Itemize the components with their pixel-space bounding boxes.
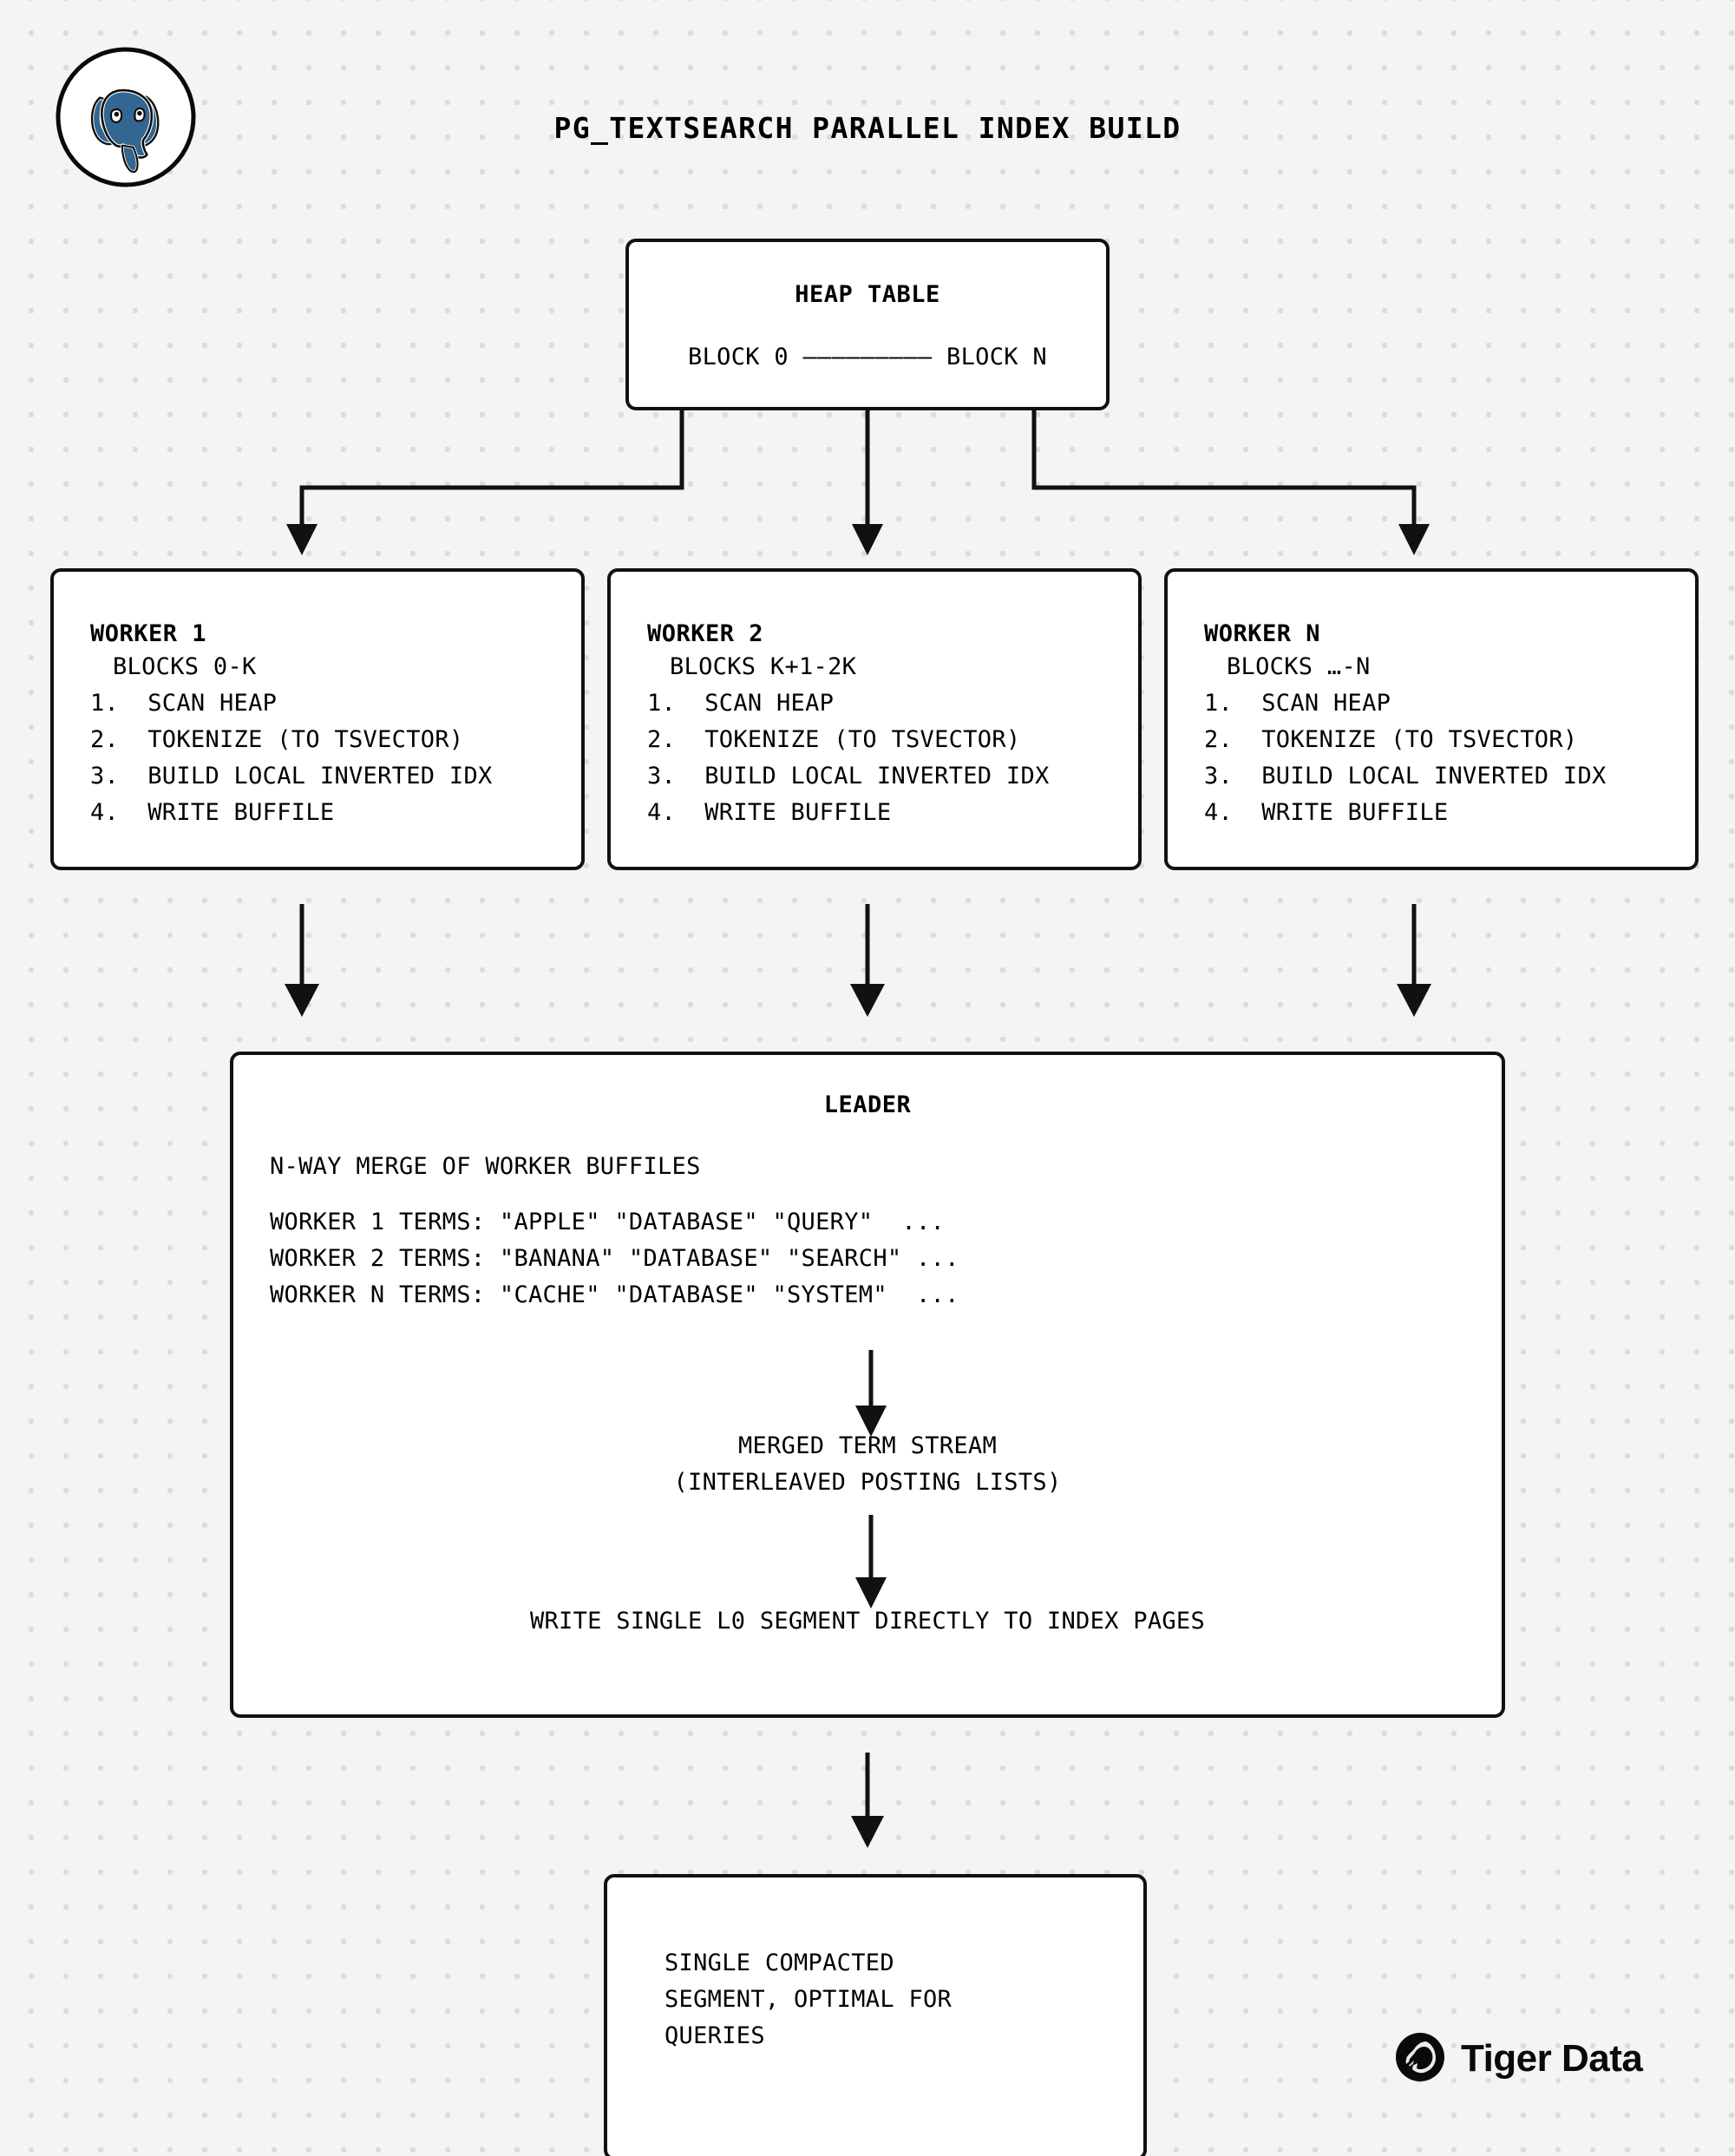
tiger-data-logo: Tiger Data <box>1395 2032 1643 2086</box>
leader-worker-n-terms: WORKER N TERMS: "CACHE" "DATABASE" "SYST… <box>270 1281 959 1308</box>
leader-box: LEADER N-WAY MERGE OF WORKER BUFFILES WO… <box>230 1052 1505 1718</box>
worker-box-n: WORKER N BLOCKS …-N 1. SCAN HEAP 2. TOKE… <box>1164 568 1699 870</box>
leader-worker-1-terms: WORKER 1 TERMS: "APPLE" "DATABASE" "QUER… <box>270 1209 946 1235</box>
heap-table-box: HEAP TABLE BLOCK 0 ————————— BLOCK N <box>625 239 1110 410</box>
worker-2-step-3: 3. BUILD LOCAL INVERTED IDX <box>647 763 1050 790</box>
worker-2-step-1: 1. SCAN HEAP <box>647 690 835 717</box>
leader-title: LEADER <box>823 1091 912 1118</box>
worker-1-step-4: 4. WRITE BUFFILE <box>90 799 335 826</box>
worker-n-title: WORKER N <box>1204 620 1321 647</box>
worker-1-step-3: 3. BUILD LOCAL INVERTED IDX <box>90 763 493 790</box>
worker-n-block-range: BLOCKS …-N <box>1227 653 1371 680</box>
leader-term-list: WORKER 1 TERMS: "APPLE" "DATABASE" "QUER… <box>270 1204 959 1314</box>
leader-write-segment-label: WRITE SINGLE L0 SEGMENT DIRECTLY TO INDE… <box>529 1608 1206 1635</box>
leader-stream-line-1: MERGED TERM STREAM <box>738 1432 997 1459</box>
result-line-3: QUERIES <box>665 2022 765 2049</box>
worker-2-step-4: 4. WRITE BUFFILE <box>647 799 892 826</box>
leader-worker-2-terms: WORKER 2 TERMS: "BANANA" "DATABASE" "SEA… <box>270 1245 959 1272</box>
result-line-2: SEGMENT, OPTIMAL FOR <box>665 1986 953 2013</box>
heap-table-block-range: BLOCK 0 ————————— BLOCK N <box>688 344 1047 370</box>
worker-2-title: WORKER 2 <box>647 620 764 647</box>
worker-n-step-2: 2. TOKENIZE (TO TSVECTOR) <box>1204 726 1578 753</box>
leader-merge-description: N-WAY MERGE OF WORKER BUFFILES <box>270 1153 701 1180</box>
worker-n-step-1: 1. SCAN HEAP <box>1204 690 1391 717</box>
leader-merged-stream-label: MERGED TERM STREAM (INTERLEAVED POSTING … <box>233 1428 1502 1501</box>
worker-box-2: WORKER 2 BLOCKS K+1-2K 1. SCAN HEAP 2. T… <box>607 568 1142 870</box>
postgresql-elephant-icon <box>54 45 198 189</box>
worker-1-step-1: 1. SCAN HEAP <box>90 690 278 717</box>
worker-1-step-2: 2. TOKENIZE (TO TSVECTOR) <box>90 726 464 753</box>
tiger-data-wordmark: Tiger Data <box>1461 2037 1643 2080</box>
heap-table-title: HEAP TABLE <box>795 281 940 308</box>
tiger-head-icon <box>1395 2032 1445 2086</box>
page-title: PG_TEXTSEARCH PARALLEL INDEX BUILD <box>553 111 1182 145</box>
worker-n-step-4: 4. WRITE BUFFILE <box>1204 799 1449 826</box>
worker-2-step-2: 2. TOKENIZE (TO TSVECTOR) <box>647 726 1021 753</box>
leader-stream-line-2: (INTERLEAVED POSTING LISTS) <box>673 1469 1062 1496</box>
worker-n-step-3: 3. BUILD LOCAL INVERTED IDX <box>1204 763 1607 790</box>
result-description: SINGLE COMPACTED SEGMENT, OPTIMAL FOR QU… <box>665 1945 952 2054</box>
worker-box-1: WORKER 1 BLOCKS 0-K 1. SCAN HEAP 2. TOKE… <box>50 568 585 870</box>
worker-1-title: WORKER 1 <box>90 620 207 647</box>
worker-1-block-range: BLOCKS 0-K <box>113 653 257 680</box>
result-line-1: SINGLE COMPACTED <box>665 1950 894 1976</box>
result-box: SINGLE COMPACTED SEGMENT, OPTIMAL FOR QU… <box>604 1874 1147 2156</box>
worker-2-block-range: BLOCKS K+1-2K <box>670 653 857 680</box>
